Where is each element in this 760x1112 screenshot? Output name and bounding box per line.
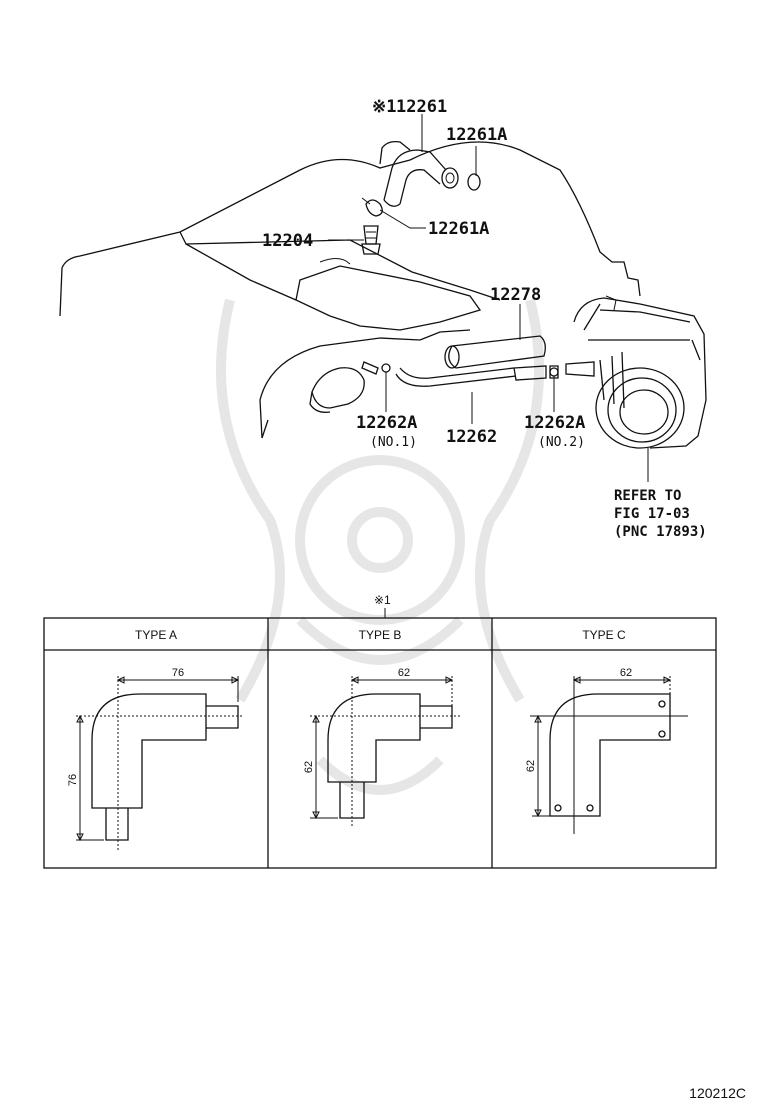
watermark-emblem: [216, 298, 544, 795]
type-c-vertical-dim: 62: [525, 760, 537, 772]
table-marker: ※1: [374, 593, 391, 607]
type-b-drawing: 62 62: [303, 667, 460, 826]
type-c-horizontal-dim: 62: [620, 667, 632, 679]
label-12261-marker: ※1: [372, 97, 396, 117]
label-12278: 12278: [490, 285, 541, 305]
header-type-c: TYPE C: [582, 628, 626, 642]
hose-12262: [395, 365, 547, 387]
type-b-vertical-dim: 62: [303, 761, 315, 773]
header-type-b: TYPE B: [359, 628, 402, 642]
type-a-vertical-dim: 76: [67, 774, 79, 786]
label-12262A-no2: 12262A: [524, 413, 585, 433]
type-a-horizontal-dim: 76: [172, 667, 184, 679]
label-12261A-top: 12261A: [446, 125, 507, 145]
header-type-a: TYPE A: [135, 628, 177, 642]
hose-12261: [383, 149, 459, 207]
label-12261A-mid: 12261A: [428, 219, 489, 239]
clip-12261A-mid: [361, 197, 383, 217]
label-12262A-no1-sub: (NO.1): [370, 435, 417, 450]
type-b-horizontal-dim: 62: [398, 667, 410, 679]
figure-code: 120212C: [689, 1085, 746, 1101]
refer-line-2: FIG 17-03: [614, 506, 690, 522]
label-12262: 12262: [446, 427, 497, 447]
type-a-drawing: 76 76: [67, 667, 244, 850]
refer-line-1: REFER TO: [614, 488, 681, 504]
label-12262A-no2-sub: (NO.2): [538, 435, 585, 450]
type-table: ※1 TYPE A TYPE B TYPE C: [43, 593, 717, 869]
label-12204: 12204: [262, 231, 313, 251]
leader-lines: [328, 114, 649, 482]
clip-12261A-top: [467, 173, 481, 191]
engine-outline: [59, 140, 641, 439]
type-c-drawing: 62 62: [525, 667, 688, 834]
refer-line-3: (PNC 17893): [614, 524, 707, 540]
label-12261: 12261: [396, 97, 447, 117]
pcv-valve-12204: [361, 225, 381, 255]
hose-12278: [444, 335, 546, 369]
air-cleaner: [565, 295, 707, 449]
label-12262A-no1: 12262A: [356, 413, 417, 433]
